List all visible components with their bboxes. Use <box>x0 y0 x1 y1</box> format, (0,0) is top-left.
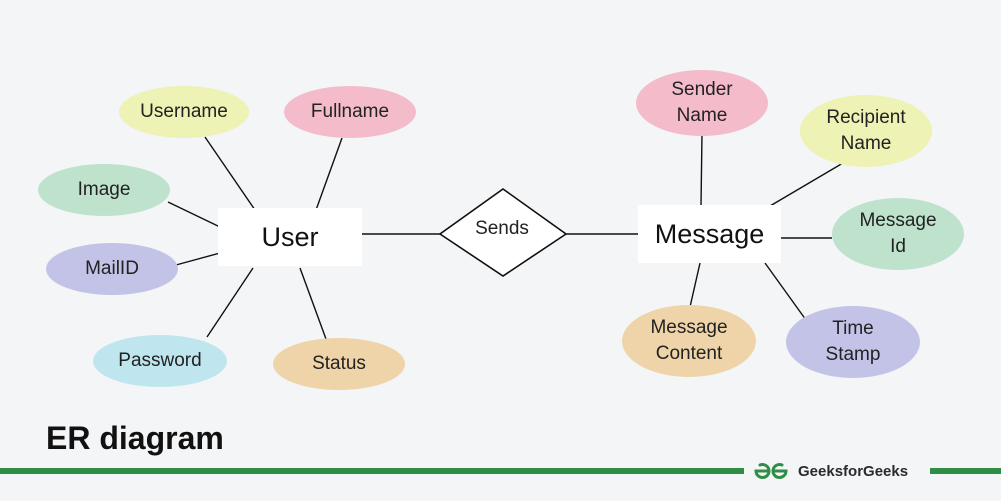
attribute-message-id: Message Id <box>832 198 964 270</box>
attribute-sender-name: Sender Name <box>636 70 768 136</box>
attribute-status: Status <box>273 338 405 390</box>
line-user-fullname <box>315 137 343 211</box>
footer-bar-right <box>930 468 1001 474</box>
line-user-password <box>206 267 254 338</box>
attribute-recipient-name: Recipient Name <box>800 95 932 167</box>
line-message-recipient <box>769 162 844 207</box>
attribute-fullname: Fullname <box>284 86 416 138</box>
line-user-mailid <box>175 252 221 266</box>
entity-message: Message <box>638 205 781 263</box>
line-user-status <box>299 267 327 340</box>
attribute-username: Username <box>119 86 249 138</box>
line-user-username <box>204 136 256 211</box>
attribute-time-stamp: Time Stamp <box>786 306 920 378</box>
line-message-timestamp <box>764 262 807 321</box>
footer-bar-left <box>0 468 744 474</box>
attribute-password: Password <box>93 335 227 387</box>
brand-logo: GeeksforGeeks <box>752 458 908 484</box>
attribute-message-content: Message Content <box>622 305 756 377</box>
attribute-mailid: MailID <box>46 243 178 295</box>
attribute-image: Image <box>38 164 170 216</box>
line-message-sender <box>700 132 703 207</box>
relationship-diamond <box>438 188 568 277</box>
diagram-caption: ER diagram <box>46 420 224 456</box>
line-user-image <box>167 201 221 228</box>
line-message-content <box>689 262 701 308</box>
gfg-logo-icon <box>754 463 788 479</box>
brand-name: GeeksforGeeks <box>798 462 909 480</box>
entity-user: User <box>218 208 362 266</box>
relationship-label: Sends <box>475 218 529 239</box>
